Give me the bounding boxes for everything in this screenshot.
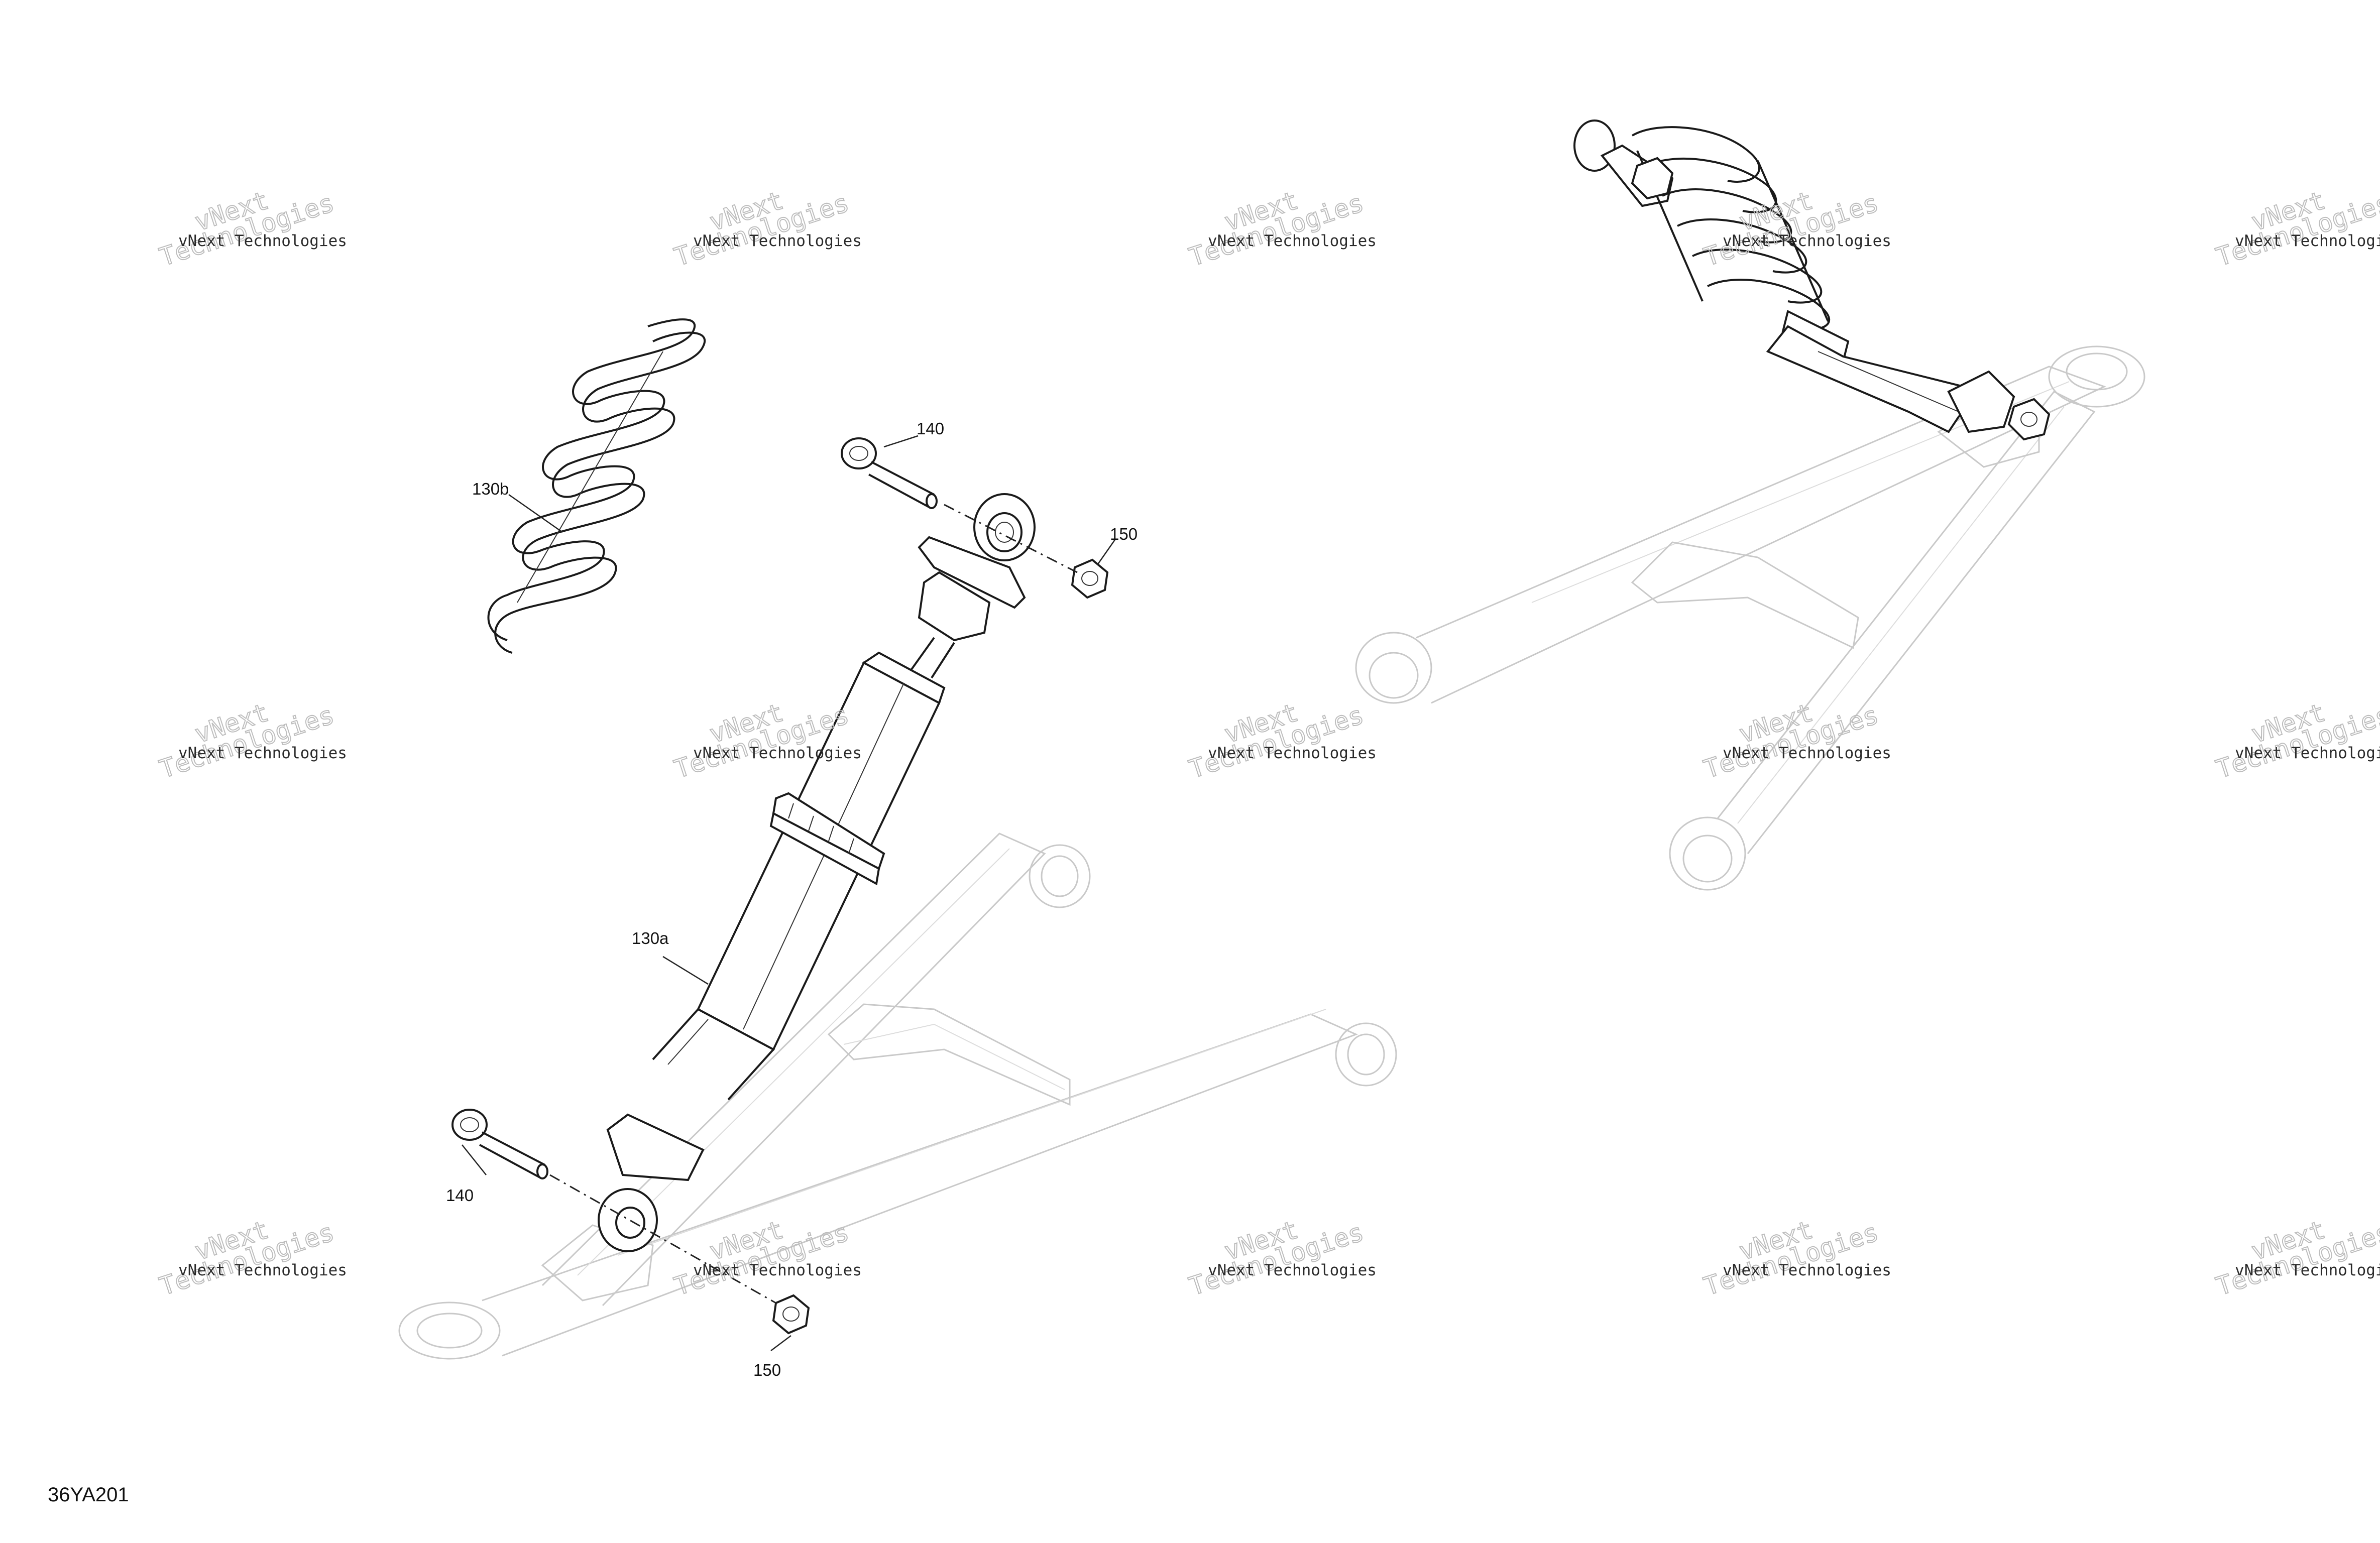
- watermark: vNext Technologies vNext Technologies: [156, 1215, 347, 1302]
- svg-text:vNext Technologies: vNext Technologies: [2235, 232, 2380, 250]
- watermark-grid: vNext Technologies vNext Technologies vN…: [156, 185, 2380, 1302]
- centerline-top: [944, 504, 1078, 573]
- shock-absorber-assembled: [1573, 120, 2051, 441]
- svg-text:vNext Technologies: vNext Technologies: [2235, 1261, 2380, 1279]
- bolt-bottom: [451, 1109, 548, 1179]
- bolt-top: [841, 437, 938, 509]
- svg-text:vNext Technologies: vNext Technologies: [693, 232, 862, 250]
- watermark: vNext Technologies vNext Technologies: [1700, 697, 1891, 785]
- watermark: vNext Technologies vNext Technologies: [1185, 697, 1377, 785]
- svg-text:vNext Technologies: vNext Technologies: [1723, 232, 1891, 250]
- nut-bottom: [772, 1294, 810, 1335]
- svg-text:vNext Technologies: vNext Technologies: [1208, 232, 1377, 250]
- callout-150-top: 150: [1110, 525, 1138, 543]
- svg-text:vNext Technologies: vNext Technologies: [693, 744, 862, 762]
- callout-130a: 130a: [632, 929, 669, 947]
- svg-text:vNext Technologies: vNext Technologies: [1208, 1261, 1377, 1279]
- leader-lines: [462, 435, 1116, 1351]
- watermark: vNext Technologies vNext Technologies: [1700, 185, 1891, 273]
- svg-text:vNext Technologies: vNext Technologies: [693, 1261, 862, 1279]
- callout-140-bottom: 140: [446, 1186, 474, 1205]
- lower-a-arm-assembled: [1355, 345, 2145, 891]
- watermark: vNext Technologies vNext Technologies: [2212, 1215, 2380, 1302]
- callout-150-bottom: 150: [753, 1361, 781, 1379]
- svg-text:vNext Technologies: vNext Technologies: [1723, 1261, 1891, 1279]
- svg-text:vNext Technologies: vNext Technologies: [178, 232, 347, 250]
- coil-spring: [487, 318, 706, 654]
- watermark: vNext Technologies vNext Technologies: [156, 697, 347, 785]
- shock-absorber: [598, 493, 1036, 1252]
- watermark: vNext Technologies vNext Technologies: [670, 185, 862, 273]
- watermark: vNext Technologies vNext Technologies: [670, 1215, 862, 1302]
- svg-text:vNext Technologies: vNext Technologies: [178, 1261, 347, 1279]
- watermark: vNext Technologies vNext Technologies: [156, 185, 347, 273]
- svg-text:vNext Technologies: vNext Technologies: [1723, 744, 1891, 762]
- callout-130b: 130b: [472, 480, 509, 498]
- watermark: vNext Technologies vNext Technologies: [1185, 185, 1377, 273]
- centerline-bottom: [549, 1174, 776, 1304]
- svg-text:vNext Technologies: vNext Technologies: [1208, 744, 1377, 762]
- nut-top: [1071, 558, 1109, 599]
- watermark: vNext Technologies vNext Technologies: [1700, 1215, 1891, 1302]
- svg-text:vNext Technologies: vNext Technologies: [2235, 744, 2380, 762]
- watermark: vNext Technologies vNext Technologies: [2212, 185, 2380, 273]
- callout-140-top: 140: [917, 419, 944, 438]
- watermark: vNext Technologies vNext Technologies: [2212, 697, 2380, 785]
- watermark: vNext Technologies vNext Technologies: [1185, 1215, 1377, 1302]
- svg-text:vNext Technologies: vNext Technologies: [178, 744, 347, 762]
- figure-id: 36YA201: [48, 1484, 129, 1506]
